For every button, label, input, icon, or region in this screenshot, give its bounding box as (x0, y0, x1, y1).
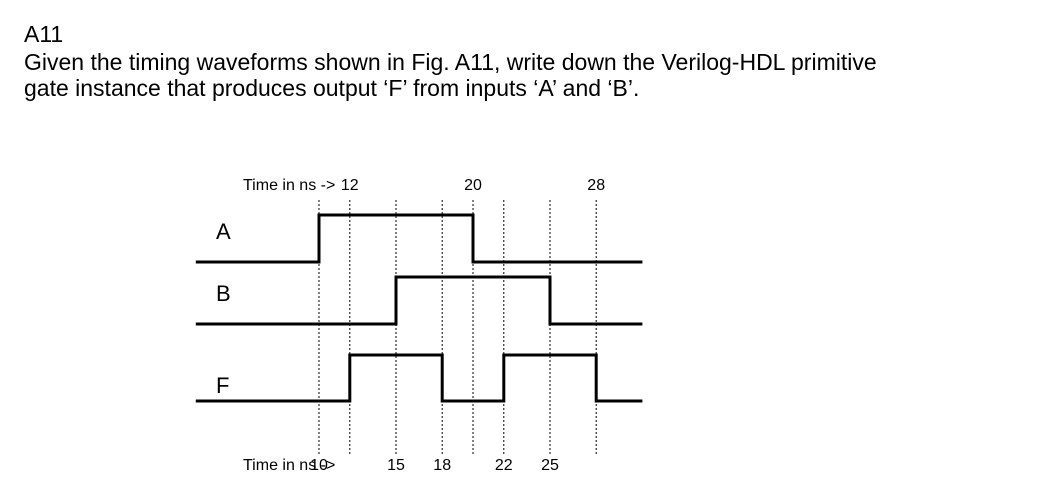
signal-label-A: A (216, 219, 231, 244)
top-tick-label-20: 20 (464, 177, 482, 194)
waveforms (195, 213, 643, 403)
question-text: Given the timing waveforms shown in Fig.… (24, 49, 1024, 101)
question-line-1: Given the timing waveforms shown in Fig.… (24, 49, 877, 75)
bottom-tick-label-15: 15 (387, 457, 405, 474)
signal-label-F: F (216, 373, 229, 398)
waveform-A (195, 213, 643, 264)
bottom-tick-label-10: 10 (310, 457, 328, 474)
bottom-tick-label-25: 25 (541, 457, 559, 474)
bottom-axis-label: Time in ns -> (243, 457, 335, 474)
bottom-tick-label-22: 22 (495, 457, 513, 474)
top-tick-label-12: 12 (341, 177, 359, 194)
diagram-labels: Time in ns -> Time in ns -> 12 20 28 10 15 18… (216, 177, 605, 474)
top-axis-label: Time in ns -> (243, 177, 335, 194)
top-tick-label-28: 28 (587, 177, 605, 194)
time-guide-lines (318, 200, 597, 456)
bottom-tick-label-18: 18 (433, 457, 451, 474)
question-line-2: gate instance that produces output ‘F’ f… (24, 75, 640, 101)
question-number: A11 (24, 21, 64, 47)
signal-label-B: B (216, 281, 231, 306)
waveform-B (195, 275, 643, 326)
waveform-F (195, 353, 643, 403)
